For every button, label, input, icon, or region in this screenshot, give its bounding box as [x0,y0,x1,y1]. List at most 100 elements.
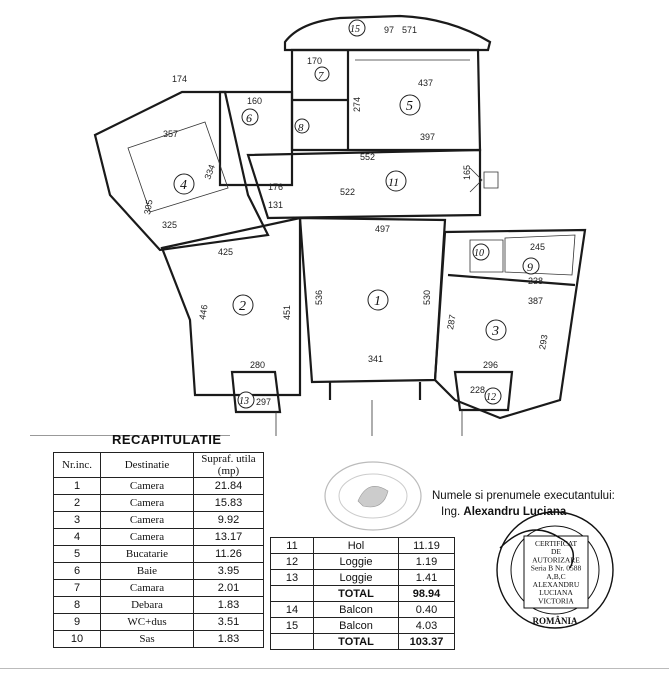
svg-text:170: 170 [307,56,322,66]
svg-text:341: 341 [368,354,383,364]
balcony-15-outline [283,14,492,52]
svg-text:334: 334 [202,163,217,181]
signature [499,529,574,569]
stamp-line: LUCIANA [539,588,573,597]
cell-destination: Loggie [313,569,399,586]
page-bottom-rule [0,668,669,669]
svg-text:4: 4 [180,178,187,193]
cell-area: 11.19 [398,537,455,554]
svg-text:1: 1 [374,294,381,309]
loggia-12-outline [453,370,514,412]
svg-text:2: 2 [239,299,246,314]
svg-text:160: 160 [247,96,262,106]
cell-destination: WC+dus [100,613,194,631]
cell-nr: 9 [53,613,101,631]
svg-text:287: 287 [445,314,457,331]
header-destination: Destinatie [100,452,194,478]
header-area: Supraf. utila (mp) [193,452,264,478]
cell-nr: 8 [53,596,101,614]
cell-destination: Bucatarie [100,545,194,563]
svg-text:10: 10 [474,248,484,259]
cell-area: 1.41 [398,569,455,586]
cell-nr: 2 [53,494,101,512]
cell-destination: Camera [100,528,194,546]
stamp-line: AUTORIZARE [532,555,580,564]
svg-text:425: 425 [218,247,233,257]
cell-nr [270,585,314,602]
cell-destination: Sas [100,630,194,648]
svg-text:228: 228 [470,385,485,395]
stamp-line: DE [551,547,561,556]
svg-text:3: 3 [491,324,499,339]
svg-text:7: 7 [318,70,324,82]
cell-nr: 11 [270,537,314,554]
cell-destination: Balcon [313,617,399,634]
cell-destination: Debara [100,596,194,614]
svg-text:571: 571 [402,25,417,35]
cell-nr: 7 [53,579,101,597]
cell-nr: 6 [53,562,101,580]
svg-text:296: 296 [483,360,498,370]
svg-text:397: 397 [420,132,435,142]
svg-text:497: 497 [375,224,390,234]
svg-text:6: 6 [246,111,252,125]
cell-nr: 5 [53,545,101,563]
svg-text:13: 13 [239,396,249,407]
bath-outline [218,90,294,187]
executant-label: Numele si prenumele executantului: [432,490,615,502]
cell-destination: Loggie [313,553,399,570]
cell-area: 1.19 [398,553,455,570]
cell-area: 98.94 [398,585,455,602]
svg-text:387: 387 [528,296,543,306]
cell-nr: 4 [53,528,101,546]
svg-text:536: 536 [314,290,324,305]
cell-nr: 10 [53,630,101,648]
cell-area: 9.92 [193,511,264,529]
cell-destination: Camera [100,511,194,529]
cell-area: 103.37 [398,633,455,650]
svg-text:522: 522 [340,187,355,197]
cell-destination: Hol [313,537,399,554]
stamp-line: CERTIFICAT [535,539,577,548]
executant-name-line: Ing. Alexandru Luciana [441,506,566,518]
cadastre-seal [324,461,422,531]
svg-text:530: 530 [422,290,432,305]
cell-area: 4.03 [398,617,455,634]
header-nr: Nr.inc. [53,452,101,478]
stamp-line: ALEXANDRU [533,580,580,589]
cell-area: 0.40 [398,601,455,618]
cell-area: 13.17 [193,528,264,546]
cell-destination: Camera [100,477,194,495]
cell-area: 2.01 [193,579,264,597]
cell-nr: 14 [270,601,314,618]
svg-text:12: 12 [486,392,496,403]
svg-text:174: 174 [172,74,187,84]
svg-text:131: 131 [268,200,283,210]
cell-destination: TOTAL [313,585,399,602]
cell-area: 3.95 [193,562,264,580]
stamp-line: Seria B Nr. 0588 [531,564,582,573]
svg-text:325: 325 [162,220,177,230]
executant-name: Alexandru Luciana [463,506,567,518]
executant-prefix: Ing. [441,506,464,518]
cell-nr: 15 [270,617,314,634]
rooms-table-header: Nr.inc. Destinatie Supraf. utila (mp) [53,452,264,478]
cell-destination: Camera [100,494,194,512]
stamp-country: ROMÂNIA [533,616,578,626]
svg-text:97: 97 [384,25,394,35]
cell-destination: Baie [100,562,194,580]
cell-nr: 13 [270,569,314,586]
cell-area: 15.83 [193,494,264,512]
svg-text:245: 245 [530,242,545,252]
